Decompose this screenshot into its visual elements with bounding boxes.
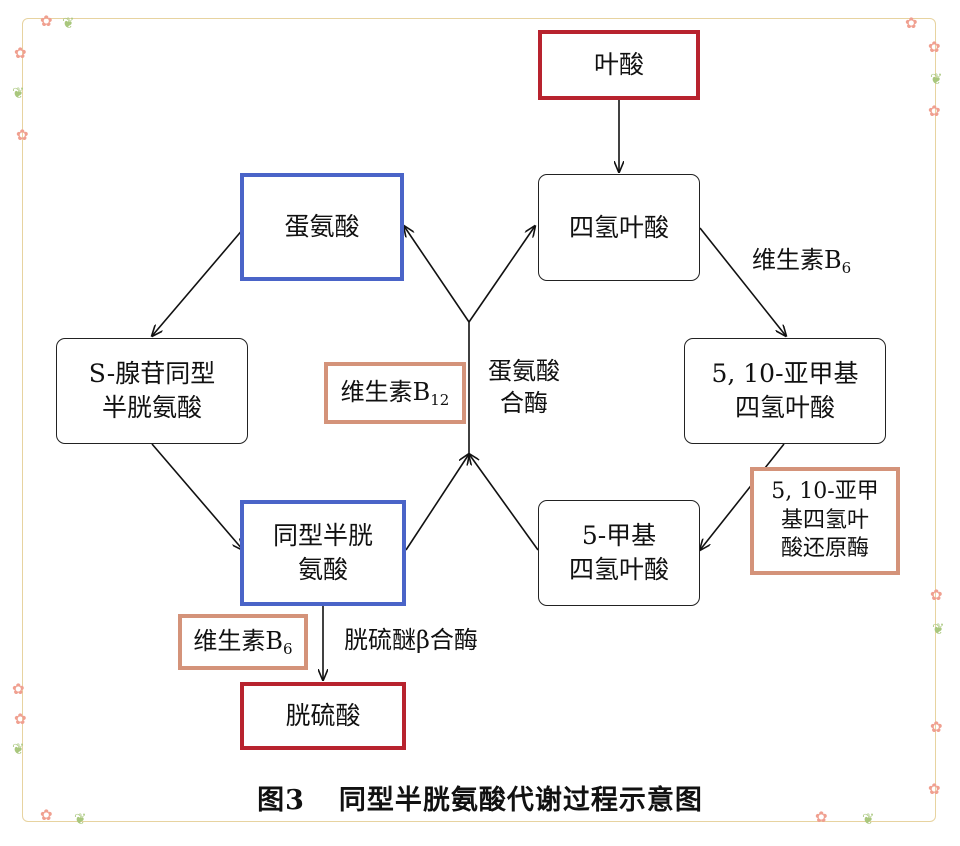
- figure-caption: 图3 同型半胱氨酸代谢过程示意图: [0, 778, 960, 817]
- arrow-methyl-to-junction: [469, 454, 538, 550]
- node-methyl-thf: 5-甲基 四氢叶酸: [538, 500, 700, 606]
- enzyme-methionine-synthase-label-1: 蛋氨酸: [488, 355, 560, 387]
- cofactor-b6-top-main: 维生素B: [752, 246, 842, 274]
- cofactor-b6-bottom-sub: 6: [283, 640, 293, 658]
- node-sam: S-腺苷同型 半胱氨酸: [56, 338, 248, 444]
- cofactor-b6-top: 维生素B6: [752, 244, 851, 278]
- node-methyl-thf-label-1: 5-甲基: [569, 519, 669, 553]
- cofactor-mthfr-label-1: 5, 10-亚甲: [771, 478, 878, 507]
- enzyme-methionine-synthase: 蛋氨酸 合酶: [488, 355, 560, 420]
- node-folic-acid: 叶酸: [538, 30, 700, 100]
- cofactor-mthfr-label-2: 基四氢叶: [771, 507, 878, 536]
- enzyme-cbs-label: 胱硫醚β合酶: [344, 626, 478, 654]
- arrow-junction-to-thf: [469, 226, 535, 322]
- figure-title: 同型半胱氨酸代谢过程示意图: [339, 785, 703, 816]
- node-methionine: 蛋氨酸: [240, 173, 404, 281]
- node-cystathionine-label: 胱硫酸: [285, 699, 360, 733]
- node-homocysteine-label-1: 同型半胱: [273, 519, 373, 553]
- figure-number: 图3: [257, 785, 305, 816]
- cofactor-b12: 维生素B12: [324, 362, 466, 424]
- cofactor-b12-sub: 12: [430, 391, 449, 409]
- node-methyl-thf-label-2: 四氢叶酸: [569, 553, 669, 587]
- node-sam-label-1: S-腺苷同型: [89, 357, 216, 391]
- node-cystathionine: 胱硫酸: [240, 682, 406, 750]
- cofactor-mthfr: 5, 10-亚甲 基四氢叶 酸还原酶: [750, 467, 900, 575]
- node-methionine-label: 蛋氨酸: [284, 210, 359, 244]
- node-folic-acid-label: 叶酸: [594, 48, 644, 82]
- node-methylene-thf-label-1: 5, 10-亚甲基: [711, 357, 858, 391]
- node-tetrahydrofolate: 四氢叶酸: [538, 174, 700, 281]
- node-sam-label-2: 半胱氨酸: [89, 391, 216, 425]
- arrow-junction-to-methionine: [404, 226, 469, 322]
- enzyme-methionine-synthase-label-2: 合酶: [488, 387, 560, 419]
- cofactor-b6-top-sub: 6: [842, 259, 852, 277]
- cofactor-b12-main: 维生素B: [341, 378, 431, 406]
- arrow-homocysteine-to-junction: [406, 454, 469, 550]
- arrow-sam-to-homocysteine: [152, 444, 243, 550]
- node-methylene-thf-label-2: 四氢叶酸: [711, 391, 858, 425]
- node-homocysteine-label-2: 氨酸: [273, 553, 373, 587]
- cofactor-b6-bottom: 维生素B6: [178, 614, 308, 670]
- node-methylene-thf: 5, 10-亚甲基 四氢叶酸: [684, 338, 886, 444]
- node-homocysteine: 同型半胱 氨酸: [240, 500, 406, 606]
- enzyme-cbs: 胱硫醚β合酶: [344, 624, 478, 656]
- cofactor-mthfr-label-3: 酸还原酶: [771, 535, 878, 564]
- arrow-methionine-to-sam: [152, 228, 244, 336]
- node-tetrahydrofolate-label: 四氢叶酸: [569, 211, 669, 245]
- cofactor-b6-bottom-main: 维生素B: [193, 627, 283, 655]
